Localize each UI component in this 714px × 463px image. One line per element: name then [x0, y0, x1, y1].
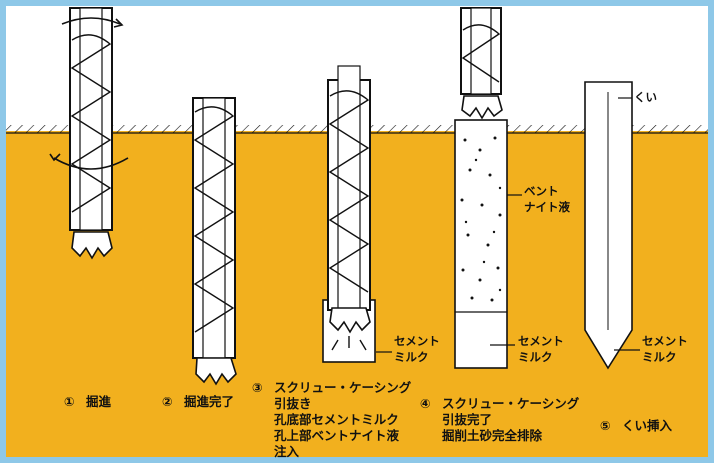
step4-caption-2: 引抜完了 — [442, 412, 493, 427]
step4-number: ④ — [420, 396, 431, 411]
step2-caption: 掘進完了 — [184, 394, 235, 409]
step4-borehole — [454, 7, 522, 369]
step3-caption-1: スクリュー・ケーシング — [274, 380, 412, 395]
step1-number: ① — [64, 394, 75, 409]
step3-number: ③ — [252, 380, 263, 395]
step3-caption-4: 孔上部ベントナイト液 — [274, 428, 400, 443]
bentonite-label-2: ナイト液 — [524, 200, 570, 214]
step5-number: ⑤ — [600, 418, 611, 433]
bentonite-label-1: ベント — [524, 184, 559, 198]
step2-auger — [192, 97, 237, 386]
step1-auger — [49, 7, 129, 260]
label-strip — [6, 377, 708, 457]
step4-caption-1: スクリュー・ケーシング — [442, 396, 580, 411]
cement-milk-3-label-1: セメント — [394, 334, 440, 348]
cement-milk-4-label-1: セメント — [518, 334, 564, 348]
step3-caption-3: 孔底部セメントミルク — [274, 412, 399, 427]
step5-caption: くい挿入 — [622, 418, 673, 433]
step1-caption: 掘進 — [86, 394, 112, 409]
step4-caption-3: 掘削土砂完全排除 — [442, 428, 543, 443]
cement-milk-3-label-2: ミルク — [394, 350, 429, 364]
step2-number: ② — [162, 394, 173, 409]
cement-milk-5-label-1: セメント — [642, 334, 688, 348]
step3-auger — [322, 65, 392, 363]
pile-label: くい — [634, 90, 657, 104]
step3-caption-2: 引抜き — [274, 396, 312, 411]
cement-milk-4-label-2: ミルク — [518, 350, 553, 364]
step3-caption-5: 注入 — [274, 444, 300, 459]
cement-milk-5-label-2: ミルク — [642, 350, 677, 364]
step5-pile — [584, 81, 640, 370]
